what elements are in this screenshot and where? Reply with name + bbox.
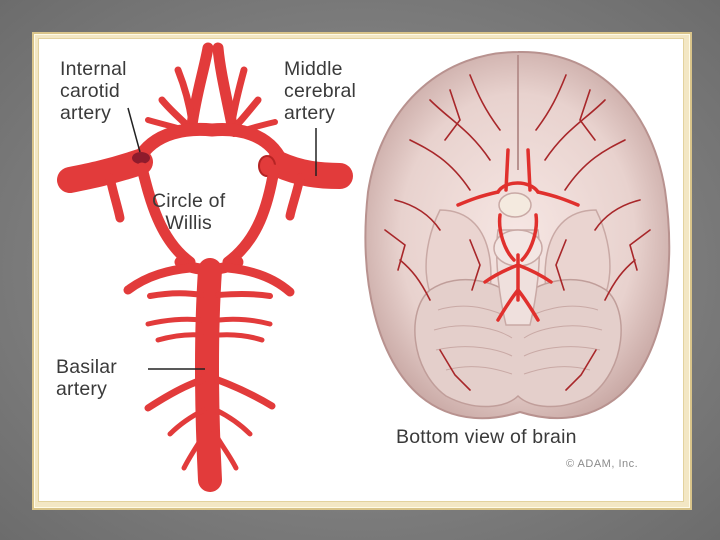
branch-l1: [150, 293, 202, 296]
anterior-arch: [138, 129, 282, 162]
branch-l4: [148, 380, 202, 408]
label-internal-carotid: Internal carotid artery: [60, 58, 127, 124]
carotid-right-down: [290, 178, 300, 216]
carotid-left: [70, 162, 140, 180]
label-basilar: Basilar artery: [56, 356, 117, 400]
posterior-right: [228, 268, 290, 292]
basilar-trunk: [207, 270, 210, 480]
carotid-left-cut: [132, 152, 150, 164]
posterior-left: [128, 268, 190, 290]
carotid-left-down: [110, 178, 120, 218]
circle-right-side: [228, 170, 274, 262]
brain-bottom-view: [365, 52, 669, 418]
label-circle-of-willis: Circle of Willis: [152, 190, 225, 234]
branch-r4: [218, 380, 272, 406]
label-middle-cerebral: Middle cerebral artery: [284, 58, 356, 124]
carotid-right: [278, 164, 340, 176]
label-bottom-view: Bottom view of brain: [396, 426, 577, 448]
anterior-branch-right: [218, 48, 232, 125]
copyright-label: © ADAM, Inc.: [566, 458, 638, 470]
branch-r5: [216, 410, 250, 434]
optic-chiasm: [499, 193, 531, 217]
leader-internal-carotid: [128, 108, 140, 152]
branch-l2: [148, 319, 201, 324]
branch-r2: [219, 319, 270, 324]
branch-l3: [158, 335, 201, 340]
branch-r1: [218, 294, 270, 296]
branch-r3: [219, 335, 262, 340]
anterior-branch-left: [192, 48, 208, 125]
